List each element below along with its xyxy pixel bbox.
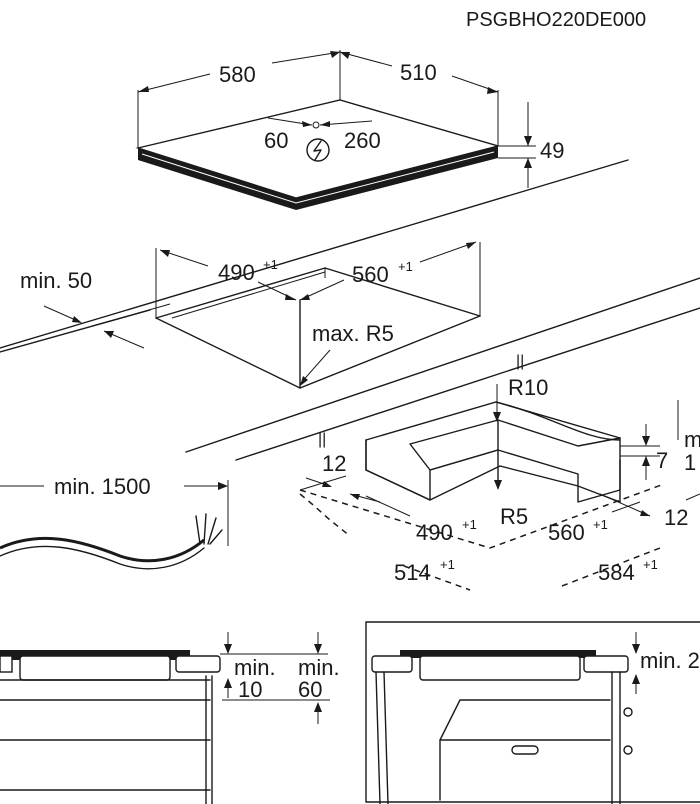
cutout-depth-label: 560 <box>352 262 389 287</box>
cable-drawing: min. 1500 <box>0 474 229 570</box>
left-gap-label-1: min. <box>234 655 276 680</box>
cutout-drawing: 490 +1 560 +1 max. R5 min. 50 || <box>0 159 700 461</box>
cutout-max-radius-label: max. R5 <box>312 321 394 346</box>
frame-inner-width-label: 490 <box>416 520 453 545</box>
frame-radius-inner-label: R5 <box>500 504 528 529</box>
frame-radius-top-label: R10 <box>508 375 548 400</box>
power-cable <box>0 536 205 563</box>
hob-width-label: 580 <box>219 62 256 87</box>
frame-right-value-label: 1 <box>684 450 696 475</box>
frame-rim-right-label: 12 <box>664 505 688 530</box>
frame-outer-width-label: 514 <box>394 560 431 585</box>
frame-detail-drawing: || R10 R5 12 7 m 1 12 4 <box>299 375 700 591</box>
hob-front-edge <box>138 148 296 210</box>
cutout-width-tolerance: +1 <box>263 257 278 272</box>
side-view-left: min. 10 min. 60 <box>0 632 340 804</box>
hob-depth-label: 510 <box>400 60 437 85</box>
cutout-depth-tolerance: +1 <box>398 259 413 274</box>
frame-inner-depth-label: 560 <box>548 520 585 545</box>
hob-side-edge <box>296 146 498 210</box>
cutout-min-front-label: min. 50 <box>20 268 92 293</box>
lightning-icon <box>306 138 330 162</box>
left-gap-label-2: min. <box>298 655 340 680</box>
frame-outer-width-tolerance: +1 <box>440 557 455 572</box>
frame-rim-left-label: 12 <box>322 451 346 476</box>
connector-offset-left-label: 60 <box>264 128 288 153</box>
side-view-right: min. 2 <box>365 621 700 804</box>
right-gap-label: min. 2 <box>640 648 700 673</box>
frame-inner-depth-tolerance: +1 <box>593 517 608 532</box>
frame-right-min-label: m <box>684 427 700 452</box>
cutout-marker: || <box>516 353 524 370</box>
frame-rim-height-label: 7 <box>656 448 668 473</box>
frame-outer-depth-tolerance: +1 <box>643 557 658 572</box>
frame-outer-depth-label: 584 <box>598 560 635 585</box>
diagram-code: PSGBHO220DE000 <box>466 9 646 31</box>
connector-offset-right-label: 260 <box>344 128 381 153</box>
left-gap-value-1: 10 <box>238 677 262 702</box>
left-gap-value-2: 60 <box>298 677 322 702</box>
cutout-width-label: 490 <box>218 260 255 285</box>
frame-marker: || <box>318 431 326 448</box>
frame-inner-width-tolerance: +1 <box>462 517 477 532</box>
hob-height-label: 49 <box>540 138 564 163</box>
hob-top-surface <box>135 99 501 199</box>
hob-drawing: 580 510 60 260 49 <box>135 50 564 210</box>
cable-min-length-label: min. 1500 <box>54 474 151 499</box>
